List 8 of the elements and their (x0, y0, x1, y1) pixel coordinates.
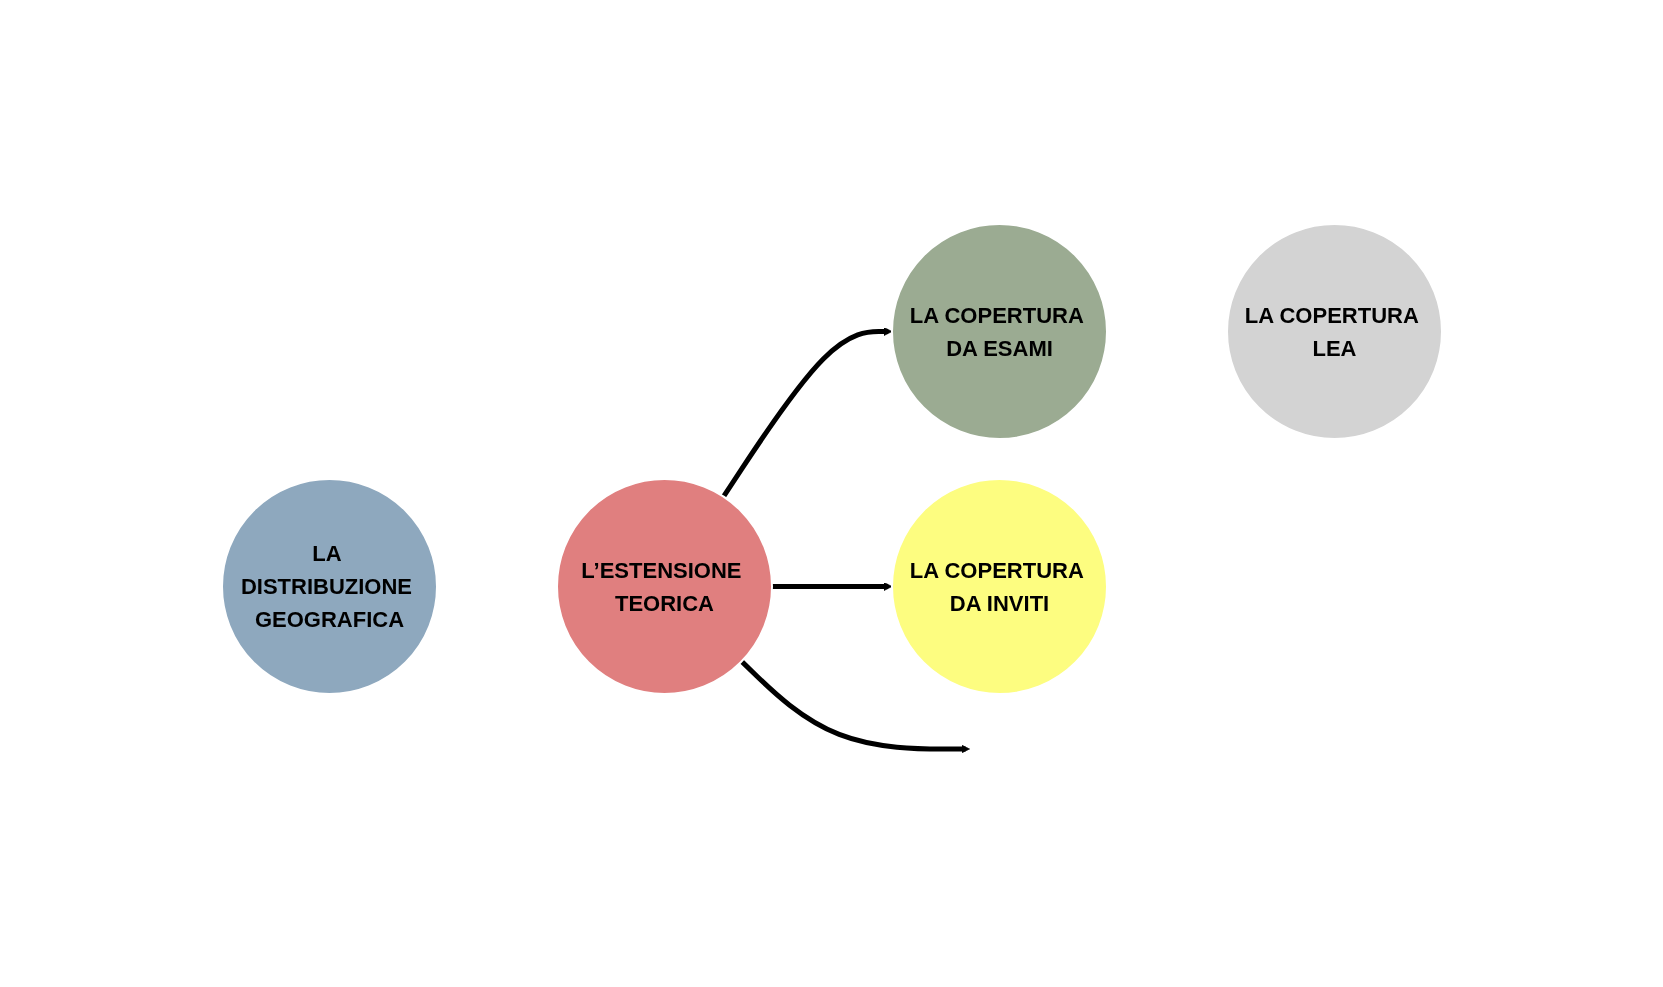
node-circle: LA COPERTURA DA INVITI (890, 477, 1108, 695)
arrow (771, 581, 892, 591)
node-circle: LA DISTRIBUZIONE GEOGRAFICA (220, 477, 438, 695)
arrow (739, 659, 970, 753)
arrow (720, 326, 892, 498)
node-circle: LA COPERTURA LEA (1225, 222, 1443, 440)
node-circle: L’ESTENSIONE TEORICA (555, 477, 773, 695)
node-circle: LA COPERTURA DA ESAMI (890, 222, 1108, 440)
